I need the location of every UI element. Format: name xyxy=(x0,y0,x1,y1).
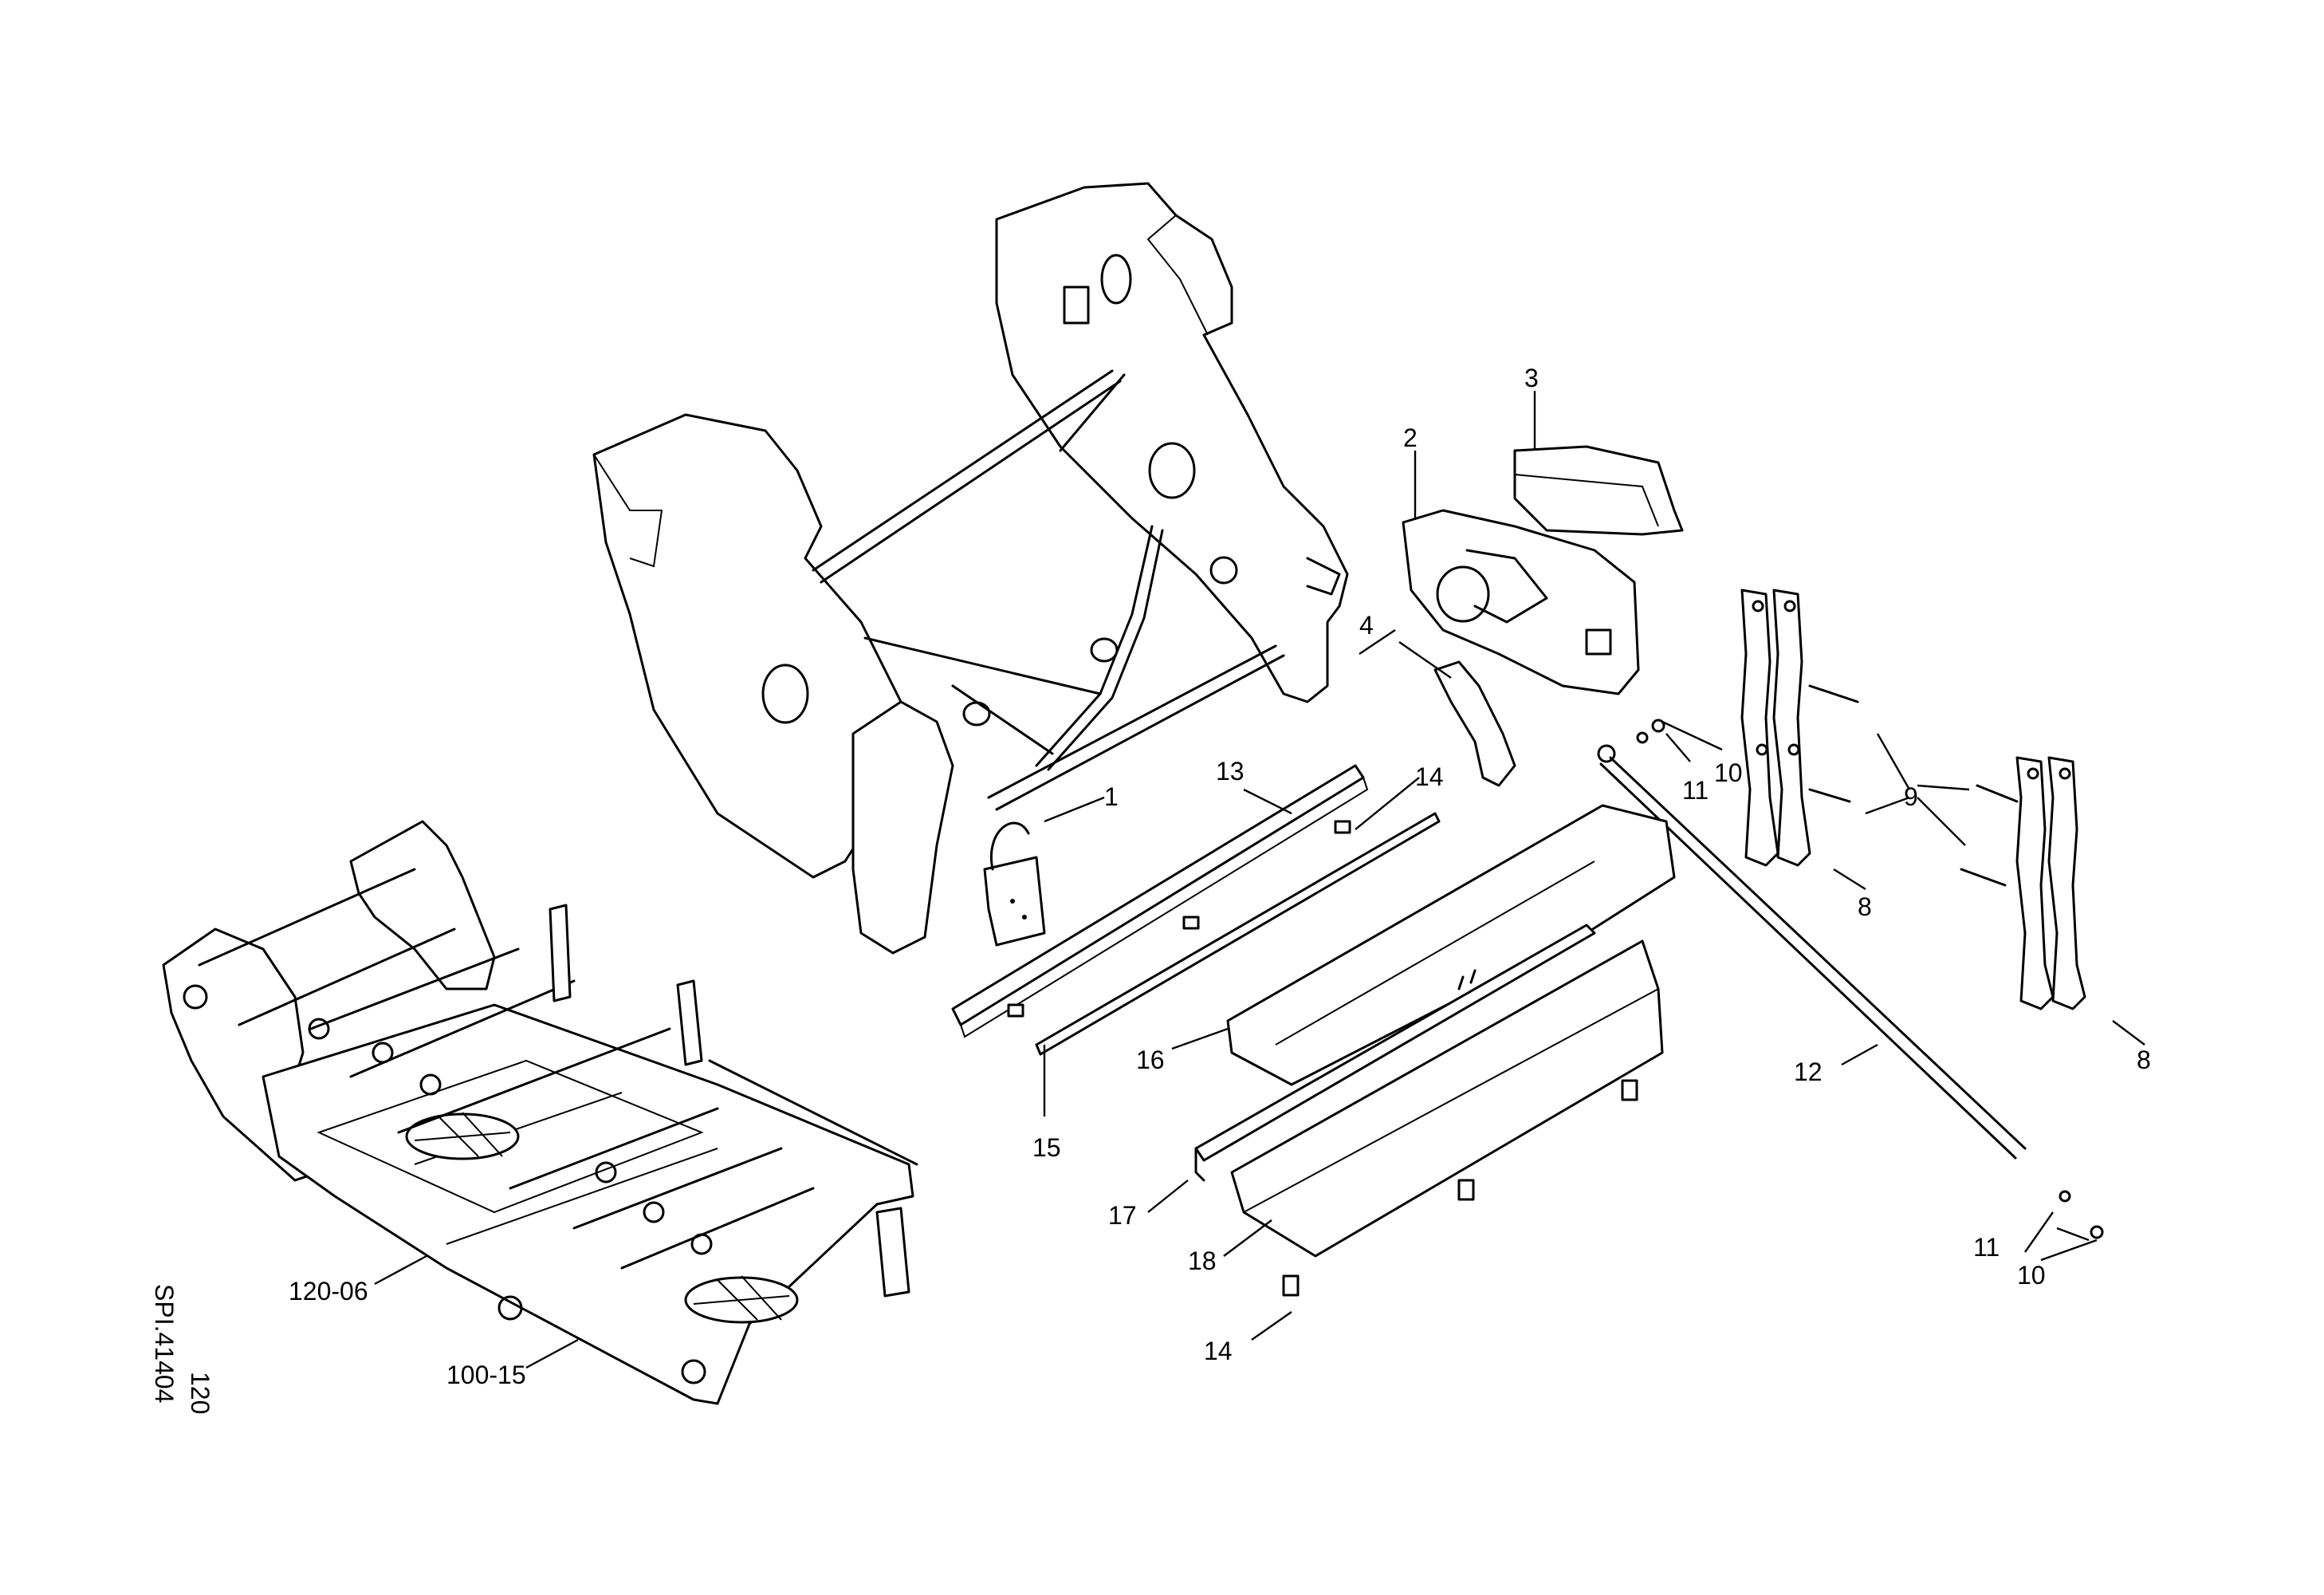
reference-120-06: 120-06 xyxy=(289,1277,368,1306)
main-frame xyxy=(592,182,1349,955)
callout-12: 12 xyxy=(1794,1057,1823,1086)
callout-10-upper: 10 xyxy=(1714,758,1743,787)
callout-16: 16 xyxy=(1136,1046,1165,1074)
page-code: SPI.41404 xyxy=(150,1284,179,1403)
callout-4: 4 xyxy=(1359,611,1374,640)
callout-1: 1 xyxy=(1104,782,1119,811)
part-17-panel xyxy=(1194,924,1596,1182)
page-code-block: 120 SPI.41404 xyxy=(150,1284,214,1414)
part-8-rail-upper xyxy=(1740,589,1811,867)
part-13-channel xyxy=(951,764,1369,1038)
part-12-rod xyxy=(1597,719,2104,1239)
callout-17: 17 xyxy=(1108,1201,1137,1230)
part-3-cover xyxy=(1513,445,1684,536)
callout-13: 13 xyxy=(1216,757,1245,786)
callout-18: 18 xyxy=(1188,1246,1217,1275)
callout-8-upper: 8 xyxy=(1858,892,1872,921)
callout-9: 9 xyxy=(1904,782,1918,811)
callout-11-lower: 11 xyxy=(1973,1233,2000,1262)
reference-100-15: 100-15 xyxy=(446,1361,526,1389)
section-number: 120 xyxy=(186,1372,214,1414)
callout-14-lower: 14 xyxy=(1204,1337,1233,1365)
part-2-plate xyxy=(1402,509,1640,695)
callout-2: 2 xyxy=(1403,423,1418,452)
part-18-panel xyxy=(1230,939,1664,1258)
baler-assembly xyxy=(162,820,918,1405)
callout-10-lower: 10 xyxy=(2017,1261,2046,1290)
callout-15: 15 xyxy=(1032,1133,1061,1162)
part-16-panel xyxy=(1226,804,1676,1086)
part-15-strip xyxy=(1035,812,1441,1056)
callout-11-upper: 11 xyxy=(1682,776,1709,805)
callout-3: 3 xyxy=(1524,364,1539,392)
part-8-rail-lower xyxy=(2015,756,2086,1010)
callout-14-upper: 14 xyxy=(1415,762,1444,791)
leader-lines xyxy=(374,391,2145,1369)
callout-labels: 1 2 3 4 8 8 9 10 10 11 11 12 13 14 14 15… xyxy=(289,364,2151,1389)
callout-8-lower: 8 xyxy=(2137,1046,2151,1074)
part-4-arm xyxy=(1433,660,1516,787)
part-14-clips xyxy=(1007,820,1638,1297)
part-9-pins xyxy=(1808,684,2019,887)
